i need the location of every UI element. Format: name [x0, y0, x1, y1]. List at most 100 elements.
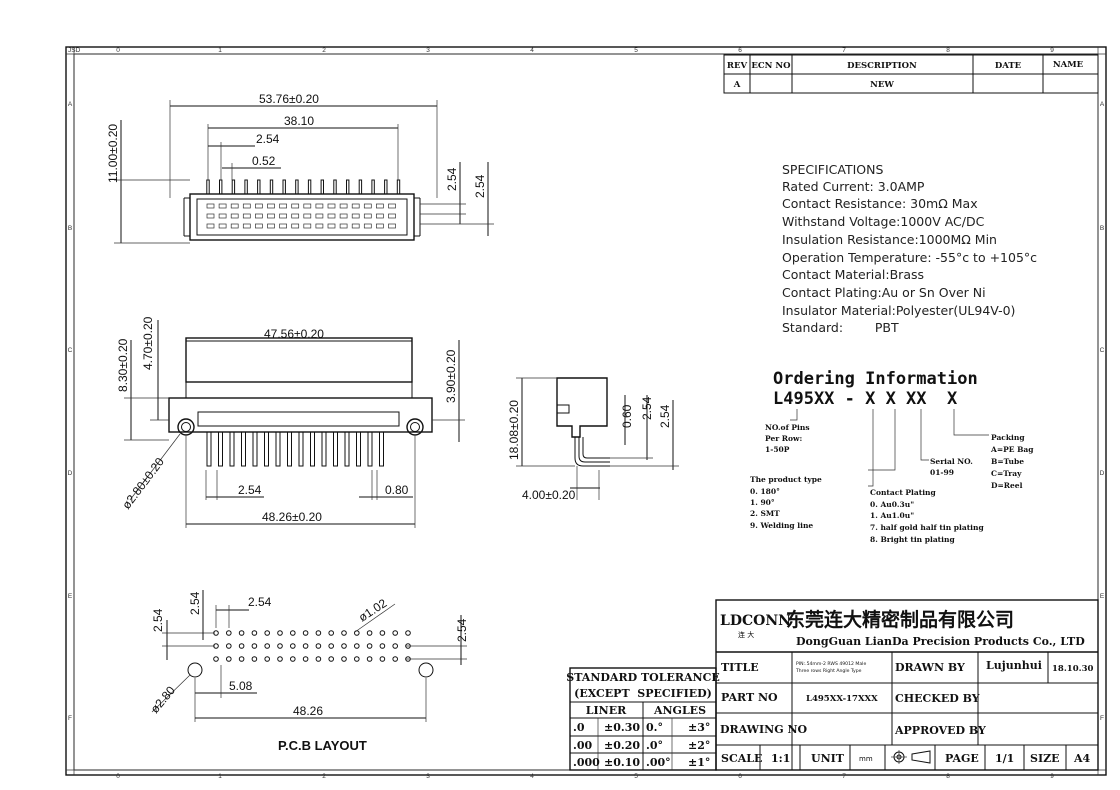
packing-note: B=Tube — [991, 457, 1024, 466]
dim-side-depth: 4.00±0.20 — [522, 488, 576, 502]
frame-column-label: 2 — [322, 47, 326, 54]
frame-row-label: C — [68, 347, 73, 354]
company-logo: LDCONN — [720, 613, 791, 629]
frame-column-label: 0 — [116, 47, 120, 54]
top-view-contact — [206, 223, 215, 229]
frame-column-label: 1 — [218, 47, 222, 54]
top-view-pin — [269, 179, 274, 195]
pcb-hole — [392, 643, 399, 649]
pcb-dim-2-54-top: 2.54 — [188, 591, 202, 615]
frame-column-label: 3 — [426, 47, 430, 54]
top-view-contact — [363, 223, 372, 229]
top-view-contact — [327, 213, 336, 219]
drawn-date: 18.10.30 — [1052, 664, 1093, 674]
projection-symbol-icon — [891, 750, 931, 764]
spec-line: Operation Temperature: -55°c to +105°c — [782, 250, 1037, 265]
drawing-label: DRAWING NO — [720, 723, 807, 736]
tol-cell: .00° — [646, 756, 671, 769]
top-view-contact — [255, 223, 263, 229]
top-view-pin — [282, 179, 286, 195]
frame-column-label: 6 — [738, 47, 742, 54]
pcb-hole — [238, 630, 245, 636]
front-view: 47.56±0.20 8.30±0.20 4.70±0.20 3.90±0.20… — [116, 316, 465, 528]
frame-column-label: 0 — [116, 773, 120, 780]
checked-label: CHECKED BY — [895, 692, 980, 705]
tol-cell: ±3° — [688, 721, 710, 734]
pcb-dim-2-54-right: 2.54 — [455, 618, 469, 642]
drawn-label: DRAWN BY — [895, 661, 965, 674]
ordering-title: Ordering Information — [773, 369, 978, 389]
contact-plating: 7. half gold half tin plating — [870, 523, 984, 532]
top-view-contact — [230, 203, 239, 209]
pcb-hole — [226, 630, 232, 636]
top-view-contact — [267, 213, 275, 219]
top-view-pin — [320, 179, 325, 195]
top-view-contact — [351, 203, 360, 209]
rev-header: REV — [727, 61, 748, 71]
pcb-hole — [290, 630, 296, 636]
pcb-hole — [354, 630, 360, 636]
top-view-contact — [291, 223, 300, 229]
pcb-dim-offset: 5.08 — [229, 679, 253, 693]
contact-plating: Contact Plating — [870, 488, 937, 497]
pcb-hole — [315, 643, 322, 649]
tol-cell: ±0.20 — [604, 739, 640, 752]
pcb-hole — [251, 656, 258, 662]
ordering-code: L495XX - X X XX X — [773, 389, 958, 409]
top-view-contact — [351, 213, 360, 219]
pcb-hole — [238, 656, 245, 662]
product-type: 1. 90° — [750, 498, 775, 507]
dim-front-pin-width: 0.80 — [385, 483, 409, 497]
top-view-contact — [267, 223, 275, 229]
dim-front-pitch: 2.54 — [238, 483, 262, 497]
spec-line: Contact Resistance: 30mΩ Max — [782, 196, 978, 211]
front-view-pin — [218, 431, 223, 467]
frame-corner-label: JSD — [68, 47, 81, 54]
pcb-hole — [354, 643, 360, 649]
pins-note: Per Row: — [765, 434, 802, 443]
approved-label: APPROVED BY — [894, 724, 986, 737]
packing-note: A=PE Bag — [990, 445, 1034, 454]
frame-row-label: C — [1100, 347, 1105, 354]
company-name-cn: 东莞连大精密制品有限公司 — [786, 608, 1014, 631]
unit-value: mm — [859, 755, 873, 763]
pcb-hole — [238, 643, 245, 649]
dim-8-30: 8.30±0.20 — [116, 338, 130, 392]
tol-cell: 0.° — [646, 721, 663, 734]
product-type: 0. 180° — [750, 487, 780, 496]
rev-value: A — [733, 80, 741, 90]
top-view-pin — [333, 179, 337, 195]
pcb-hole — [379, 630, 386, 636]
front-view-pin — [275, 431, 281, 467]
top-view-contact — [279, 223, 287, 229]
pcb-hole — [341, 656, 347, 662]
frame-row-label: D — [1100, 470, 1105, 477]
pcb-dim-hole: ø2.80 — [148, 683, 179, 716]
ecn-header: ECN NO — [751, 61, 791, 71]
frame-column-label: 5 — [634, 773, 638, 780]
frame-row-label: E — [68, 593, 73, 600]
spec-line: Rated Current: 3.0AMP — [782, 179, 925, 194]
top-view-contact — [363, 213, 372, 219]
dim-hole-diameter: ø2.80±0.20 — [119, 455, 167, 512]
top-view-pin — [358, 179, 363, 195]
top-view-contact — [218, 203, 227, 209]
pcb-hole — [277, 656, 283, 662]
top-view-contact — [315, 213, 324, 219]
pcb-hole — [302, 643, 309, 649]
pcb-hole — [277, 643, 283, 649]
company-name-en: DongGuan LianDa Precision Products Co., … — [796, 635, 1085, 648]
dim-3-90: 3.90±0.20 — [444, 349, 458, 403]
size-value: A4 — [1073, 752, 1091, 765]
top-view-contact — [303, 203, 312, 209]
tol-cell: .0 — [573, 721, 585, 734]
frame-row-label: E — [1100, 593, 1105, 600]
pcb-hole — [366, 656, 373, 662]
frame-column-label: 2 — [322, 773, 326, 780]
front-view-pin — [367, 431, 373, 467]
front-view-pin — [356, 431, 361, 467]
title-value-2: Three rows Right Angle Type — [795, 668, 862, 674]
pcb-dim-2-54-mid: 2.54 — [248, 595, 272, 609]
scale-label: SCALE — [721, 752, 762, 765]
